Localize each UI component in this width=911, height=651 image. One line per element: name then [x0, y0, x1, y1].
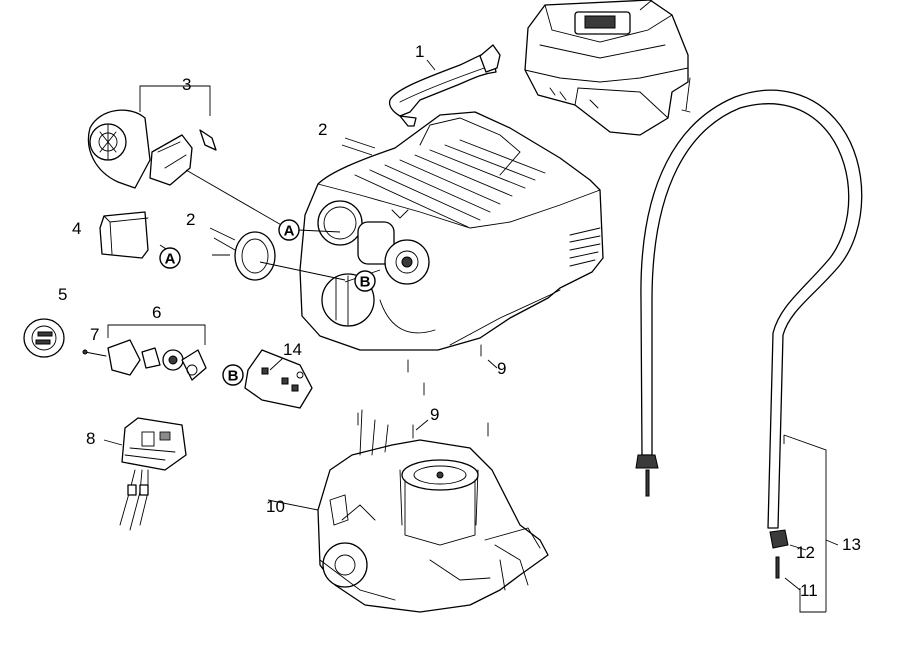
motor-3 — [87, 85, 217, 189]
carry-handle-1 — [388, 44, 501, 127]
cap-12 — [769, 529, 789, 549]
callout-1: 1 — [415, 42, 424, 61]
marker-b-left: B — [222, 364, 244, 386]
callout-7: 7 — [90, 325, 99, 344]
filter-block-4 — [99, 211, 149, 259]
callout-labels: 1 2 2 3 4 5 6 7 8 9 9 10 11 12 13 14 — [58, 42, 861, 600]
callout-2-top: 2 — [318, 120, 327, 139]
callout-12: 12 — [796, 543, 815, 562]
callout-10: 10 — [266, 497, 285, 516]
callout-8: 8 — [86, 429, 95, 448]
callout-4: 4 — [72, 219, 81, 238]
marker-a-housing: A — [278, 219, 300, 241]
key-part-2 — [341, 137, 376, 156]
switch-assembly-6 — [82, 324, 207, 381]
screw-11 — [775, 556, 780, 579]
marker-b-housing: B — [354, 270, 376, 292]
callout-6: 6 — [152, 303, 161, 322]
knob-5 — [23, 318, 65, 358]
callout-9-center: 9 — [430, 405, 439, 424]
base-chassis-10 — [317, 409, 549, 613]
bracket-14 — [244, 349, 313, 409]
callout-11: 11 — [800, 581, 818, 600]
callout-9-right: 9 — [497, 359, 506, 378]
callout-5: 5 — [58, 285, 67, 304]
callout-2-left: 2 — [186, 210, 195, 229]
svg-text:B: B — [360, 274, 371, 291]
screw-set-9 — [357, 344, 489, 439]
svg-text:B: B — [228, 368, 239, 385]
svg-text:A: A — [284, 223, 295, 240]
top-cover-module — [524, 0, 691, 136]
marker-a-left: A — [159, 247, 181, 269]
callout-3: 3 — [182, 75, 191, 94]
gasket-ring-2 — [209, 227, 276, 281]
circuit-board-8 — [119, 417, 187, 531]
main-housing — [299, 111, 604, 351]
svg-text:A: A — [165, 251, 176, 268]
callout-13: 13 — [842, 535, 861, 554]
push-handle-13 — [635, 89, 863, 529]
callout-14: 14 — [283, 340, 302, 359]
